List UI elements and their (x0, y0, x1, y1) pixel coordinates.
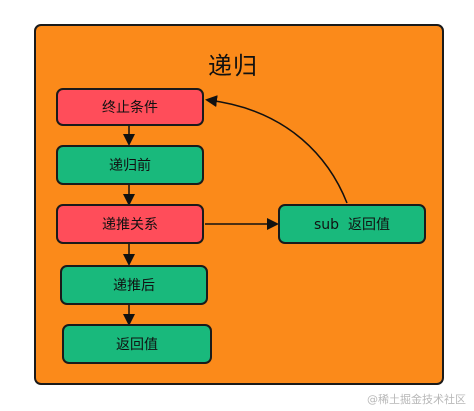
node-return-value: 返回值 (62, 324, 212, 364)
diagram-title: 递归 (208, 52, 258, 80)
node-termination-label: 终止条件 (102, 100, 158, 116)
node-after-label: 递推后 (113, 278, 155, 294)
node-return-label: 返回值 (116, 337, 158, 353)
node-recurrence-label: 递推关系 (102, 217, 158, 233)
node-termination-condition: 终止条件 (56, 88, 204, 126)
node-recurrence-relation: 递推关系 (56, 204, 204, 244)
watermark: @稀土掘金技术社区 (367, 393, 466, 406)
node-before-label: 递归前 (109, 158, 151, 174)
node-sub-return-value: sub 返回值 (278, 204, 426, 244)
node-before-recursion: 递归前 (56, 145, 204, 185)
node-after-recursion: 递推后 (60, 265, 208, 305)
node-sub-label: sub 返回值 (314, 217, 390, 233)
